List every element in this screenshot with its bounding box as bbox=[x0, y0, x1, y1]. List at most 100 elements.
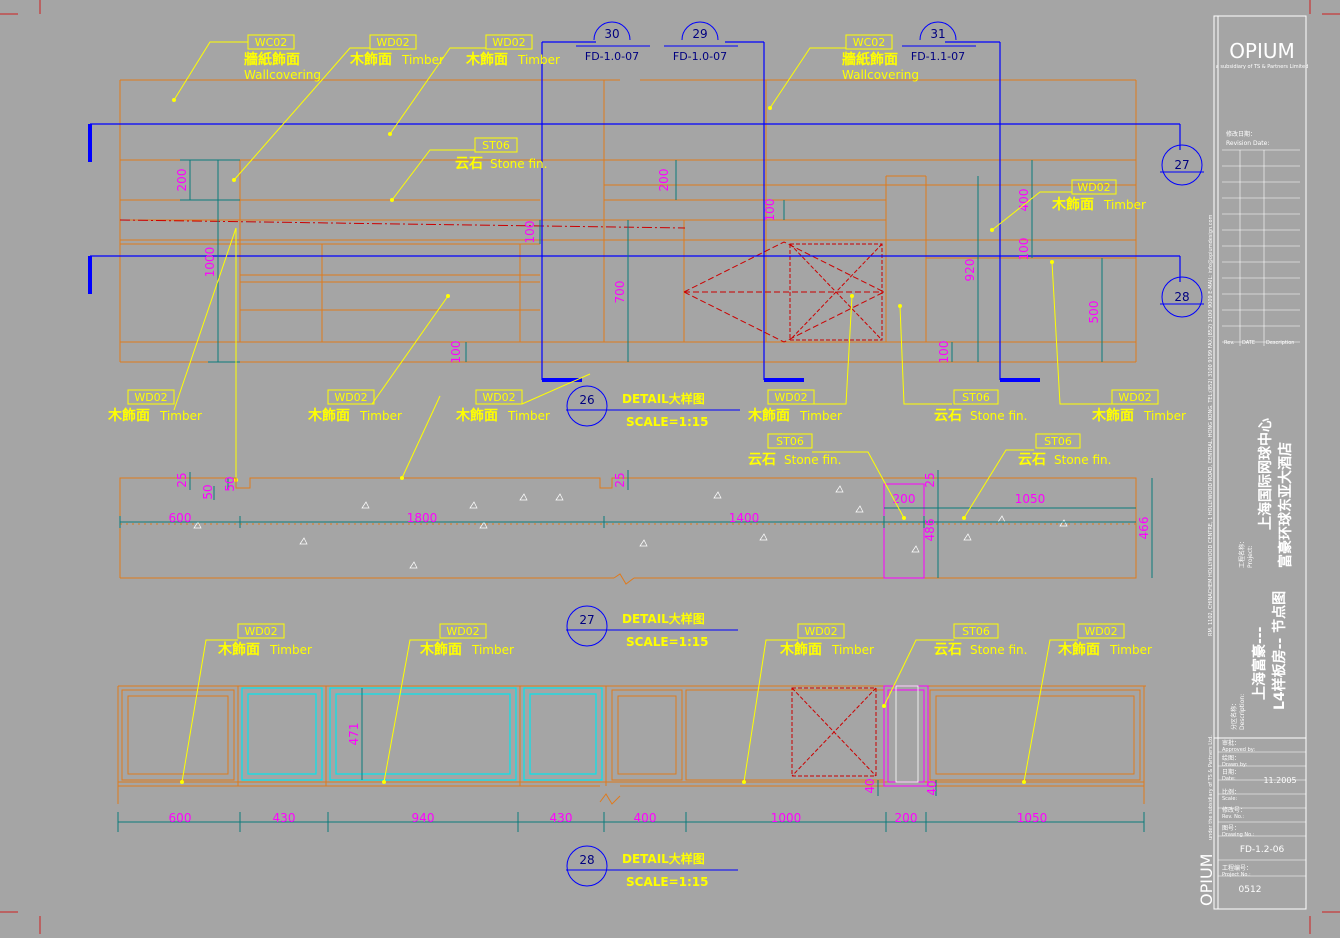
date-value: 11.2005 bbox=[1263, 776, 1296, 785]
material-cn: 木飾面 bbox=[419, 641, 462, 658]
title-block: OPIUM a subsidiary of TS & Partners Limi… bbox=[1197, 15, 1309, 910]
detail-scale: SCALE=1:15 bbox=[626, 415, 708, 429]
dim-40: 40 bbox=[925, 780, 939, 795]
project-label-en: Project: bbox=[1247, 545, 1254, 568]
tag-st06-elevation: ST06 云石 Stone fin. bbox=[455, 137, 547, 172]
section-reference: FD-1.1-07 bbox=[911, 50, 965, 63]
tag-wd02-row1-4: WD02 木飾面 Timber bbox=[747, 389, 842, 424]
dim-920: 920 bbox=[963, 259, 977, 282]
description-line2: L4样板房-- 节点图 bbox=[1271, 591, 1288, 710]
tag-st06-row1: ST06 云石 Stone fin. bbox=[934, 389, 1027, 424]
tag-code: WD02 bbox=[492, 36, 525, 49]
tag-wd02-top-1: WD02 木飾面 Timber bbox=[349, 34, 444, 68]
dim-segment: 430 bbox=[273, 811, 296, 825]
tag-code: ST06 bbox=[1044, 435, 1072, 448]
tag-wd02-top-2: WD02 木飾面 Timber bbox=[465, 34, 560, 68]
material-en: Timber bbox=[359, 409, 402, 423]
dim-segment: 430 bbox=[550, 811, 573, 825]
section-mark-31[interactable]: 31 FD-1.1-07 bbox=[902, 21, 976, 63]
project-name-line2: 富豪环球东亚大酒店 bbox=[1277, 442, 1294, 568]
detail-label-26[interactable]: 26 DETAIL大样图 SCALE=1:15 bbox=[566, 385, 740, 429]
rev-no-label-en: Rev. No.: bbox=[1222, 814, 1244, 820]
vertical-logo: OPIUM bbox=[1197, 854, 1216, 906]
material-cn: 云石 bbox=[934, 408, 962, 424]
plan-28-leaders bbox=[181, 639, 1078, 783]
date-label: 日期： bbox=[1222, 768, 1240, 776]
tag-code: WD02 bbox=[1118, 391, 1151, 404]
dim-466: 466 bbox=[1137, 517, 1151, 540]
dim-25: 25 bbox=[613, 472, 627, 487]
material-en: Timber bbox=[401, 53, 444, 67]
description-column-header: Description bbox=[1266, 340, 1294, 346]
material-en: Stone fin. bbox=[970, 643, 1027, 657]
tag-code: WD02 bbox=[1084, 625, 1117, 638]
tag-code: WC02 bbox=[853, 36, 886, 49]
tag-wd02-row1-2: WD02 木飾面 Timber bbox=[307, 389, 402, 424]
detail-title: DETAIL大样图 bbox=[622, 851, 705, 866]
detail-number: 27 bbox=[579, 613, 594, 627]
elevation-dimension-texts: 200 1000 100 100 200 700 100 100 920 400… bbox=[175, 169, 1101, 364]
plan-27-leaders bbox=[401, 395, 1034, 519]
tag-code: ST06 bbox=[776, 435, 804, 448]
detail-scale: SCALE=1:15 bbox=[626, 875, 708, 889]
drawing-no-value: FD-1.2-06 bbox=[1240, 845, 1285, 855]
section-number: 27 bbox=[1174, 158, 1189, 172]
rev-no-label: 修改号： bbox=[1222, 806, 1246, 814]
dim-100: 100 bbox=[763, 199, 777, 222]
material-cn: 木飾面 bbox=[455, 407, 498, 424]
plan-28-glass-panels bbox=[241, 687, 603, 781]
dim-1800: 1800 bbox=[407, 511, 438, 525]
plan-27-break-line bbox=[613, 573, 635, 585]
tag-code: WD02 bbox=[1077, 181, 1110, 194]
dim-100: 100 bbox=[523, 221, 537, 244]
section-mark-27[interactable]: 27 bbox=[1160, 144, 1204, 186]
dim-600: 600 bbox=[169, 511, 192, 525]
tag-code: ST06 bbox=[962, 625, 990, 638]
plan-27-dimension-texts: 25 50 50 25 25 600 1800 1400 200 1050 48… bbox=[169, 472, 1151, 541]
material-cn: 云石 bbox=[455, 156, 483, 172]
detail-number: 26 bbox=[579, 393, 594, 407]
section-mark-28[interactable]: 28 bbox=[1160, 276, 1204, 318]
dim-1000: 1000 bbox=[203, 247, 217, 278]
plan-28-break-line bbox=[599, 793, 621, 805]
material-en: Timber bbox=[517, 53, 560, 67]
section-mark-30[interactable]: 30 FD-1.0-07 bbox=[576, 21, 650, 63]
material-en: Timber bbox=[269, 643, 312, 657]
tag-st06-plan27-2: ST06 云石 Stone fin. bbox=[1018, 433, 1111, 468]
material-cn: 云石 bbox=[1018, 452, 1046, 468]
material-en: Stone fin. bbox=[784, 453, 841, 467]
dim-segment: 1050 bbox=[1017, 811, 1048, 825]
dim-segment: 1000 bbox=[771, 811, 802, 825]
titleblock-logo-sub: a subsidiary of TS & Partners Limited bbox=[1216, 64, 1309, 70]
dim-200: 200 bbox=[893, 492, 916, 506]
detail-label-27[interactable]: 27 DETAIL大样图 SCALE=1:15 bbox=[566, 605, 738, 649]
detail-label-28[interactable]: 28 DETAIL大样图 SCALE=1:15 bbox=[566, 845, 738, 889]
dim-100: 100 bbox=[449, 341, 463, 364]
tag-code: ST06 bbox=[482, 139, 510, 152]
material-en: Timber bbox=[799, 409, 842, 423]
description-label: 分区名称： bbox=[1230, 700, 1238, 730]
tag-wd02-elevation-right: WD02 木飾面 Timber bbox=[1051, 179, 1146, 213]
dim-1400: 1400 bbox=[729, 511, 760, 525]
dim-40: 40 bbox=[863, 778, 877, 793]
project-no-label: 工程编号： bbox=[1222, 864, 1252, 872]
section-number: 30 bbox=[604, 27, 619, 41]
tag-wc02-right: WC02 牆紙飾面 Wallcovering bbox=[842, 34, 919, 82]
tag-wd02-plan28-4: WD02 木飾面 Timber bbox=[1057, 623, 1152, 658]
material-en: Stone fin. bbox=[1054, 453, 1111, 467]
elevation-leader-lines bbox=[173, 41, 1112, 480]
section-reference: FD-1.0-07 bbox=[585, 50, 639, 63]
material-en: Timber bbox=[1109, 643, 1152, 657]
tag-wd02-plan28-1: WD02 木飾面 Timber bbox=[217, 623, 312, 658]
elevation-red-details bbox=[119, 219, 886, 343]
material-cn: 木飾面 bbox=[349, 51, 392, 68]
tag-st06-plan28: ST06 云石 Stone fin. bbox=[934, 623, 1027, 658]
detail-title: DETAIL大样图 bbox=[622, 391, 705, 406]
titleblock-address: RM. 1102, CHINACHEM HOLLYWOOD CENTRE, 1 … bbox=[1208, 214, 1214, 636]
dim-500: 500 bbox=[1087, 301, 1101, 324]
material-cn: 木飾面 bbox=[1051, 196, 1094, 213]
section-mark-29[interactable]: 29 FD-1.0-07 bbox=[664, 21, 738, 63]
plan-27-drawing bbox=[119, 477, 1137, 579]
